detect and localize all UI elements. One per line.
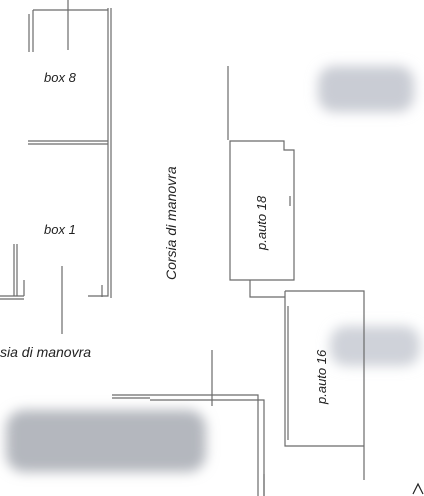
label-pauto-16: p.auto 16 [314,349,329,405]
pauto-18-bottom-link [249,280,285,298]
corridor-top-wall [112,394,259,496]
box-8-top-post [28,10,34,52]
label-box-1: box 1 [44,222,76,237]
pauto-18-outline [229,140,295,281]
label-box-8: box 8 [44,70,77,85]
corridor-inner-wall [112,397,265,496]
arrow-icon [412,482,424,495]
label-corsia-vertical: Corsia di manovra [163,166,179,280]
redacted-area-top-right [318,66,414,112]
label-pauto-18: p.auto 18 [254,195,269,251]
box-divider [28,140,108,145]
label-corsia-horizontal: sia di manovra [0,344,91,360]
redacted-areas [6,66,420,472]
redacted-area-bottom-left [6,410,206,472]
box-1-bottom-wall [0,295,24,300]
walls [0,0,365,496]
pauto-16-top-wall [285,290,365,480]
redacted-area-middle-right [330,326,420,366]
pauto-16-left-wall [284,291,364,447]
box-right-wall [88,8,109,297]
box-1-left-post [13,244,18,296]
